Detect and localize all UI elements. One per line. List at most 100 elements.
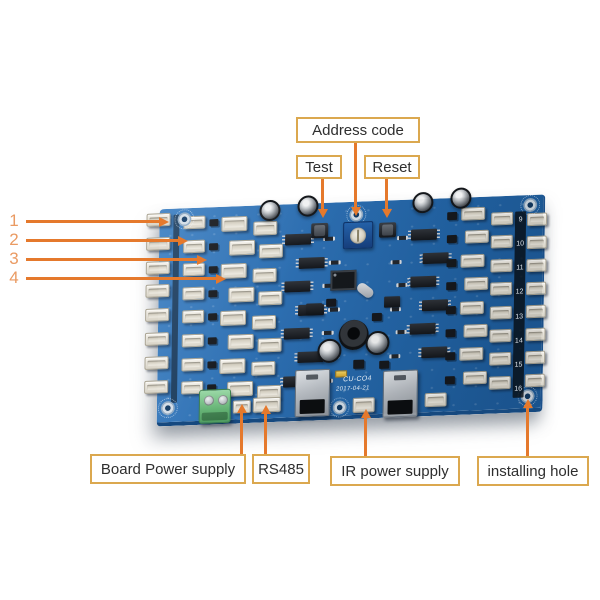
- pointer-arrow-ir-power: [360, 409, 371, 456]
- jst-connector: [252, 267, 277, 283]
- transistor: [379, 360, 390, 369]
- label-test: Test: [296, 155, 342, 179]
- jst-connector: [181, 357, 204, 372]
- jst-connector: [251, 361, 276, 377]
- pointer-arrow-3: [26, 254, 207, 265]
- transistor: [208, 289, 218, 298]
- jst-connector: [145, 260, 170, 275]
- jst-connector: [463, 323, 488, 338]
- jst-connector: [253, 220, 278, 236]
- port-number: 16: [514, 385, 523, 393]
- label-rs485: RS485: [252, 454, 310, 484]
- jst-connector: [489, 305, 512, 320]
- transistor: [447, 211, 458, 221]
- ic-chip: [383, 296, 401, 308]
- resistor-network: [321, 331, 334, 336]
- ic-chip: [421, 299, 449, 312]
- jst-connector: [182, 262, 205, 277]
- transistor: [446, 282, 457, 291]
- electrolytic-capacitor: [412, 191, 434, 214]
- ic-chip: [422, 251, 449, 264]
- resistor-network: [328, 307, 341, 312]
- jst-connector: [219, 310, 247, 327]
- mounting-hole: [177, 212, 192, 227]
- resistor-network: [396, 235, 408, 241]
- jst-connector: [464, 230, 489, 244]
- pointer-arrow-1: [26, 216, 169, 227]
- resistor-network: [395, 330, 407, 335]
- pin-label-3: 3: [9, 249, 19, 268]
- jst-connector: [251, 314, 277, 330]
- port-number: 13: [515, 312, 524, 321]
- rj45-port: [387, 399, 413, 415]
- jst-connector: [488, 375, 511, 390]
- resistor-network: [389, 354, 401, 359]
- jst-connector: [490, 235, 513, 249]
- port-number: 9: [518, 216, 523, 224]
- ic-chip: [284, 233, 312, 246]
- pointer-arrow-rs485: [260, 405, 271, 454]
- jst-connector: [460, 253, 485, 268]
- button-cap: [314, 224, 326, 237]
- jst-connector: [181, 333, 204, 348]
- aux-connector: [424, 392, 447, 408]
- transistor: [444, 375, 455, 385]
- pin-label-1: 1: [9, 211, 19, 230]
- terminal-screw: [203, 395, 214, 406]
- electrolytic-capacitor: [259, 199, 281, 222]
- jst-connector: [144, 379, 169, 394]
- ic-chip: [410, 228, 438, 241]
- rotary-dial: [349, 226, 367, 244]
- label-board-power-supply: Board Power supply: [90, 454, 246, 484]
- jst-connector: [464, 276, 489, 291]
- label-ir-power-supply: IR power supply: [330, 456, 460, 486]
- pin-label-2: 2: [9, 230, 19, 249]
- resistor-network: [389, 306, 401, 312]
- jst-connector: [489, 328, 512, 343]
- pointer-arrow-reset: [381, 179, 392, 218]
- resistor-network: [328, 259, 341, 265]
- jst-connector: [182, 310, 205, 324]
- rj45-jack-left: [294, 368, 331, 418]
- reset-button: [378, 222, 397, 238]
- jst-connector: [258, 243, 284, 259]
- power-terminal-block: [198, 388, 232, 424]
- ic-chip: [305, 303, 323, 315]
- address-rotary-switch: [342, 221, 374, 250]
- transistor: [207, 360, 217, 369]
- ic-chip: [298, 256, 325, 269]
- pointer-arrow-test: [317, 179, 328, 218]
- ic-chip: [410, 275, 437, 288]
- jst-connector: [228, 286, 255, 303]
- transistor: [326, 298, 337, 307]
- label-installing-hole: installing hole: [477, 456, 589, 486]
- resistor-network: [390, 259, 402, 265]
- jst-connector: [490, 281, 513, 296]
- transistor: [207, 337, 217, 345]
- jst-connector: [227, 333, 254, 350]
- ic-chip: [284, 280, 311, 293]
- electrolytic-capacitor: [450, 187, 472, 210]
- inductor: [338, 319, 369, 351]
- jst-connector: [459, 300, 484, 315]
- transistor: [446, 258, 457, 268]
- label-reset: Reset: [364, 155, 420, 179]
- mcu-chip: [330, 269, 357, 291]
- jst-connector: [491, 211, 514, 226]
- pointer-arrow-2: [26, 235, 188, 246]
- jst-connector: [462, 370, 487, 385]
- pointer-arrow-installing-hole: [522, 399, 533, 456]
- port-number: 12: [515, 288, 524, 297]
- pointer-arrow-address-code: [350, 143, 361, 216]
- terminal-screw: [217, 394, 228, 406]
- transistor: [209, 242, 219, 250]
- crystal-oscillator: [355, 281, 376, 300]
- jst-connector: [144, 332, 169, 346]
- jst-connector: [525, 327, 546, 342]
- transistor: [353, 359, 365, 369]
- port-number: 10: [516, 240, 525, 248]
- transistor: [371, 312, 382, 322]
- jst-connector: [525, 304, 546, 319]
- jst-connector: [221, 215, 248, 232]
